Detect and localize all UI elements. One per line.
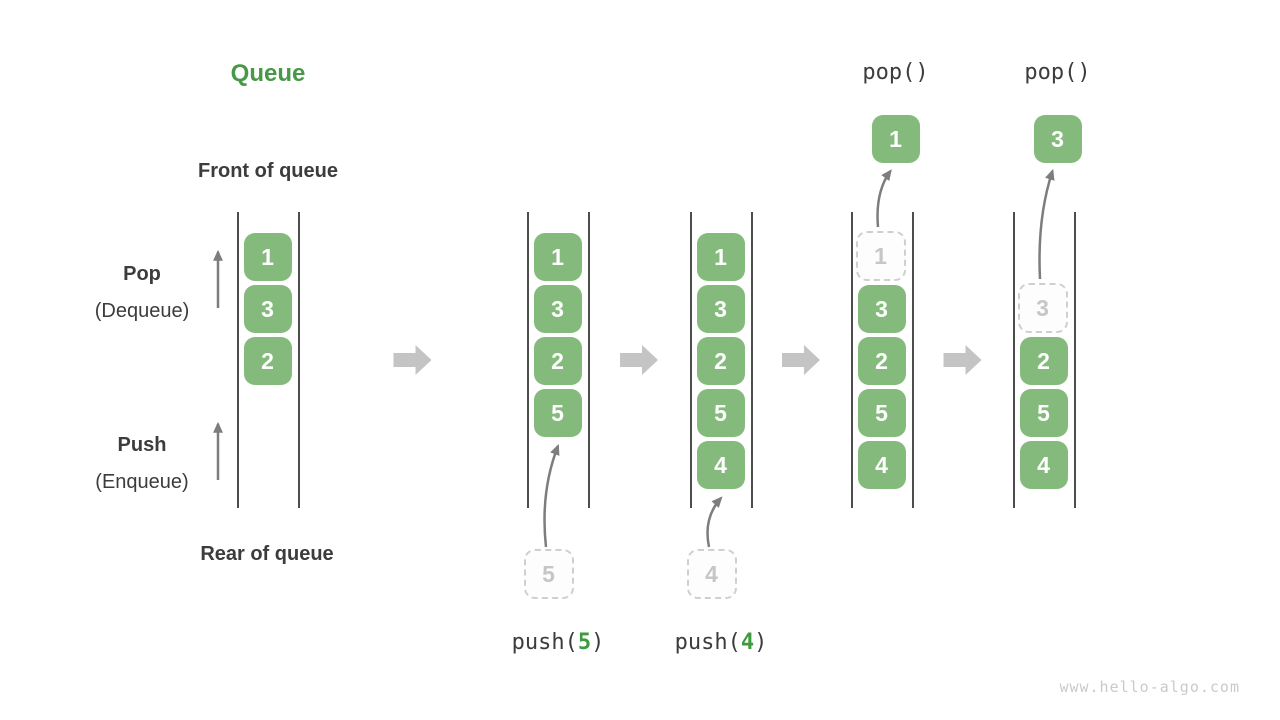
- dequeue-sublabel: (Dequeue): [94, 300, 190, 322]
- queue-wall-right: [1074, 212, 1076, 508]
- queue-cell: 4: [1019, 441, 1068, 489]
- queue-wall-right: [588, 212, 590, 508]
- push-arg: 5: [577, 630, 592, 655]
- queue-cell: 2: [243, 337, 292, 385]
- push-candidate-cell: 5: [523, 549, 574, 599]
- queue-cell: 3: [533, 285, 582, 333]
- queue-wall-left: [1013, 212, 1015, 508]
- push-action-label: Push: [117, 434, 167, 456]
- queue-wall-left: [851, 212, 853, 508]
- popped-cell: 1: [871, 115, 920, 163]
- push-call-label: push(5): [511, 630, 605, 655]
- queue-cell: 5: [857, 389, 906, 437]
- queue-cell: 5: [533, 389, 582, 437]
- queue-wall-right: [298, 212, 300, 508]
- next-step-arrow-icon: [943, 345, 982, 375]
- queue-wall-left: [690, 212, 692, 508]
- queue-cell: 5: [1019, 389, 1068, 437]
- queue-cell: 3: [243, 285, 292, 333]
- next-step-arrow-icon: [620, 345, 658, 375]
- next-step-arrow-icon: [782, 345, 820, 375]
- queue-cell: 2: [1019, 337, 1068, 385]
- queue-wall-left: [237, 212, 239, 508]
- queue-cell: 1: [533, 233, 582, 281]
- queue-cell: 2: [696, 337, 745, 385]
- queue-cell: 1: [243, 233, 292, 281]
- pop-call-label: pop(): [1024, 60, 1091, 85]
- queue-wall-left: [527, 212, 529, 508]
- queue-cell: 4: [696, 441, 745, 489]
- queue-cell: 3: [857, 285, 906, 333]
- push-arg: 4: [740, 630, 755, 655]
- pop-side-label: Pop (Dequeue): [52, 256, 232, 330]
- push-side-label: Push (Enqueue): [52, 427, 232, 501]
- dashed-removed-cell: 1: [855, 231, 906, 281]
- popped-cell: 3: [1033, 115, 1082, 163]
- diagram-title: Queue: [230, 60, 306, 87]
- queue-cell: 5: [696, 389, 745, 437]
- queue-cell: 2: [857, 337, 906, 385]
- watermark: www.hello-algo.com: [1059, 678, 1240, 696]
- pop-call-label: pop(): [862, 60, 929, 85]
- next-step-arrow-icon: [393, 345, 432, 375]
- queue-wall-right: [912, 212, 914, 508]
- push-candidate-cell: 4: [686, 549, 737, 599]
- push-call-label: push(4): [674, 630, 768, 655]
- queue-cell: 2: [533, 337, 582, 385]
- pop-flow-arrow-icon: [1038, 168, 1055, 280]
- dashed-removed-cell: 3: [1017, 283, 1068, 333]
- rear-of-queue-label: Rear of queue: [200, 543, 334, 565]
- front-of-queue-label: Front of queue: [198, 160, 338, 182]
- queue-cell: 1: [696, 233, 745, 281]
- enqueue-sublabel: (Enqueue): [95, 471, 189, 493]
- queue-cell: 3: [696, 285, 745, 333]
- pop-flow-arrow-icon: [876, 169, 892, 228]
- pop-action-label: Pop: [123, 263, 161, 285]
- queue-wall-right: [751, 212, 753, 508]
- push-flow-arrow-icon: [543, 443, 560, 548]
- queue-cell: 4: [857, 441, 906, 489]
- push-flow-arrow-icon: [706, 496, 723, 548]
